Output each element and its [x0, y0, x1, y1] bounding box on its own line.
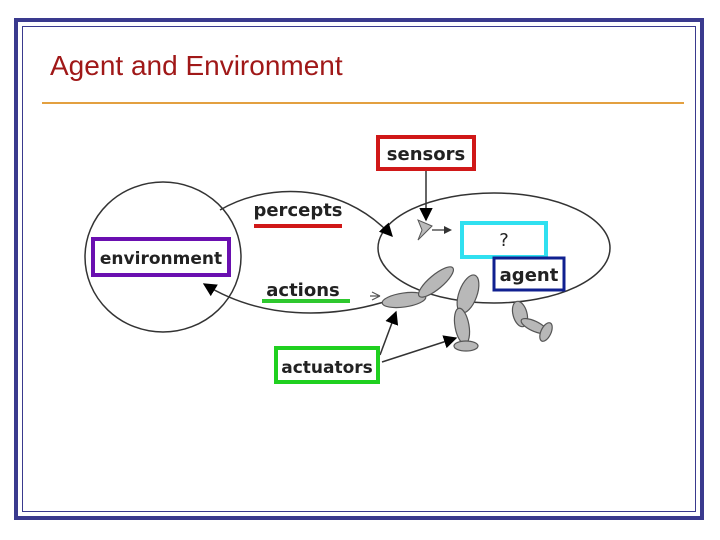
- environment-circle: [84, 181, 242, 333]
- question-label: ?: [499, 230, 509, 251]
- actuators-box: [274, 346, 380, 384]
- actuators-arrow-lower: [381, 335, 458, 363]
- agent-label: agent: [500, 265, 559, 286]
- slide-title: Agent and Environment: [50, 50, 343, 81]
- percepts-label: percepts: [253, 200, 342, 221]
- environment-label: environment: [100, 249, 222, 269]
- sensors-box: [376, 135, 476, 171]
- eye-icon: [417, 219, 452, 241]
- title-rule: [42, 102, 684, 104]
- environment-box: [91, 237, 231, 277]
- actions-arrow: [202, 283, 385, 314]
- actions-label: actions: [266, 280, 340, 301]
- robot-limbs-icon: [370, 266, 553, 352]
- actuators-arrow-upper: [379, 310, 399, 356]
- percepts-arrow: [219, 190, 393, 237]
- agent-box: [492, 256, 566, 292]
- slide-frame-inner: [22, 26, 696, 512]
- agent-ellipse: [377, 192, 611, 304]
- actuators-label: actuators: [281, 358, 373, 378]
- sensors-label: sensors: [387, 144, 465, 165]
